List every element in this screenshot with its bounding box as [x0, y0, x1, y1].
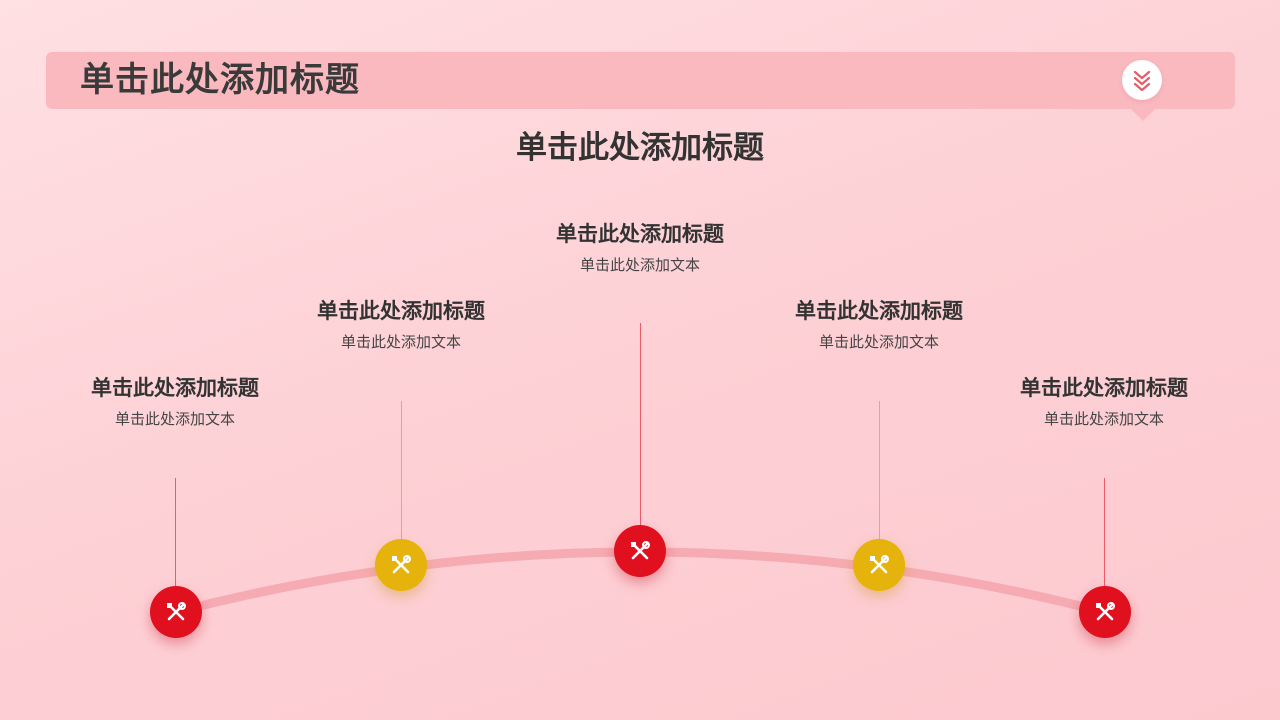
milestone-1-node[interactable]	[150, 586, 202, 638]
milestone-3-node[interactable]	[614, 525, 666, 577]
milestone-5-stem	[1104, 478, 1105, 588]
milestone-2-stem	[401, 401, 402, 539]
milestone-2-text: 单击此处添加文本	[340, 333, 461, 351]
header-title: 单击此处添加标题	[80, 60, 360, 100]
header-bar: 单击此处添加标题	[46, 52, 1235, 121]
double-chevron-down-icon[interactable]	[1122, 60, 1162, 100]
milestone-4-text: 单击此处添加文本	[818, 333, 939, 351]
milestone-2-node[interactable]	[375, 539, 427, 591]
milestone-5-text: 单击此处添加文本	[1043, 410, 1164, 428]
main-title: 单击此处添加标题	[516, 130, 764, 166]
tools-icon	[392, 555, 411, 574]
milestone-2-title: 单击此处添加标题	[317, 299, 485, 323]
milestone-1-stem	[175, 478, 176, 588]
milestone-4-node[interactable]	[853, 539, 905, 591]
tools-icon	[1096, 602, 1115, 621]
milestone-3-text: 单击此处添加文本	[579, 256, 700, 274]
header-notch	[1131, 109, 1155, 121]
milestone-5-title: 单击此处添加标题	[1020, 376, 1188, 400]
milestone-1-text: 单击此处添加文本	[114, 410, 235, 428]
milestone-4-title: 单击此处添加标题	[795, 299, 963, 323]
tools-icon	[167, 602, 186, 621]
tools-icon	[870, 555, 889, 574]
milestone-3-title: 单击此处添加标题	[556, 222, 724, 246]
milestone-3-stem	[640, 323, 641, 525]
milestone-5-node[interactable]	[1079, 586, 1131, 638]
milestone-4-stem	[879, 401, 880, 539]
milestone-1-title: 单击此处添加标题	[91, 376, 259, 400]
tools-icon	[631, 541, 650, 560]
